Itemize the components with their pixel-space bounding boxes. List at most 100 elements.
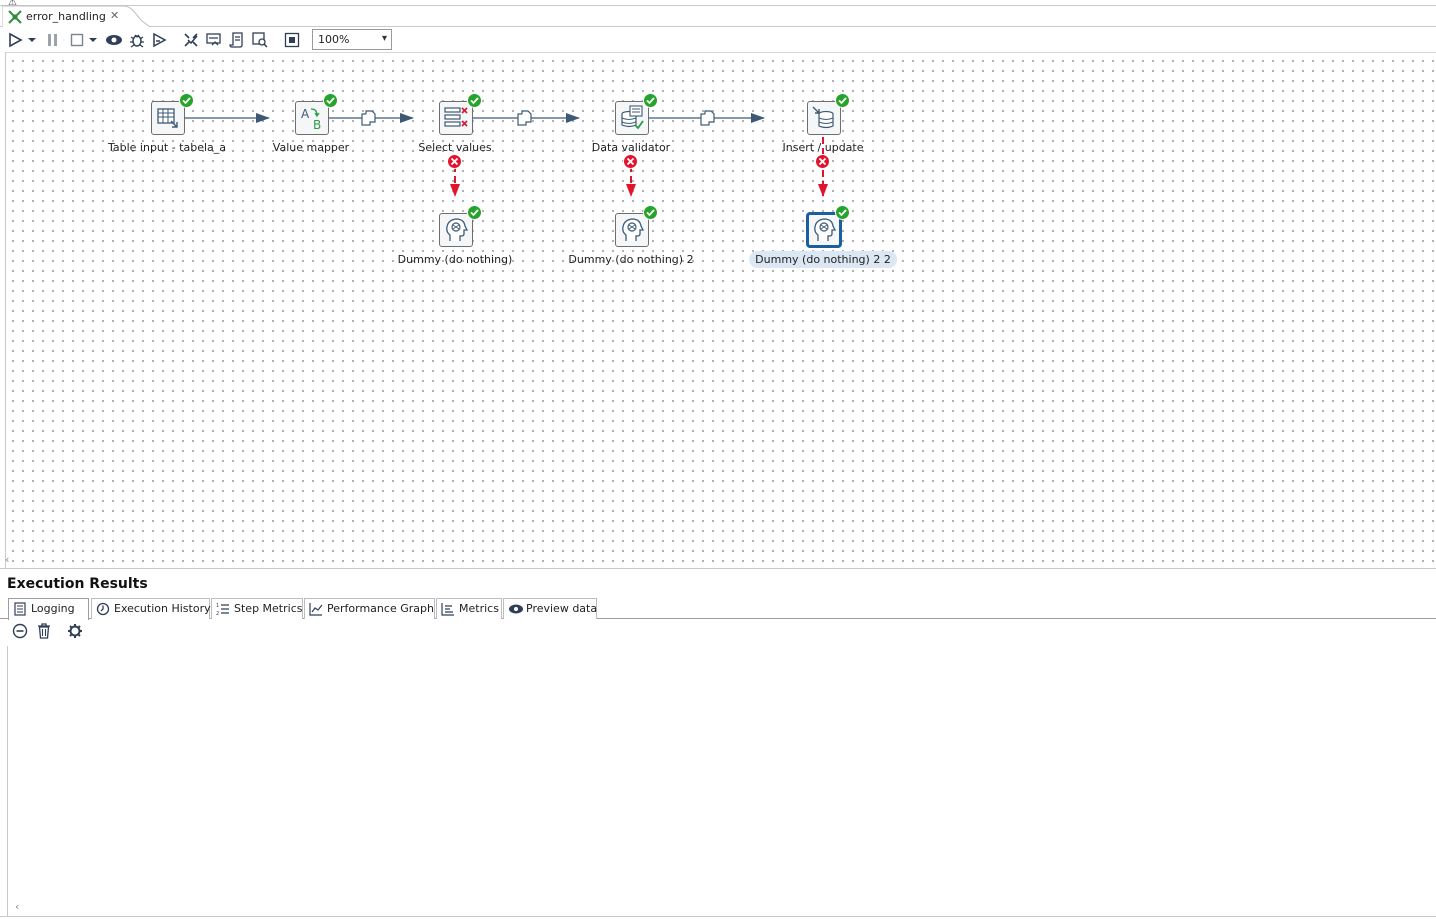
error-handling-icon xyxy=(447,154,462,169)
select-values-step[interactable] xyxy=(439,101,473,135)
step-label: Dummy (do nothing) 2 xyxy=(568,253,694,266)
run-icon[interactable] xyxy=(6,31,24,49)
value-mapper-icon: A B xyxy=(301,107,321,131)
canvas-scroll-left-icon[interactable]: ‹ xyxy=(5,553,10,566)
impact-icon[interactable] xyxy=(205,31,223,49)
tab-preview-data[interactable]: Preview data xyxy=(503,598,597,619)
dummy-step-2[interactable] xyxy=(615,213,649,247)
corner-warning-icon: ⚠ xyxy=(8,0,17,8)
logging-icon xyxy=(13,602,27,619)
svg-text:1: 1 xyxy=(216,603,219,609)
clear-log-icon[interactable] xyxy=(11,622,29,640)
copy-rows-icon xyxy=(517,110,532,126)
tab-label: Execution History xyxy=(114,602,211,615)
verify-icon[interactable] xyxy=(182,31,200,49)
tab-logging[interactable]: Logging xyxy=(8,598,89,620)
table-input-icon xyxy=(157,108,178,128)
metrics-icon xyxy=(441,602,455,619)
tab-label: Logging xyxy=(31,602,75,615)
transformation-canvas[interactable]: Table input - tabela_a A B Value mapper xyxy=(5,52,1436,568)
editor-tab-strip: ⚠ error_handling ✕ xyxy=(0,0,1436,28)
tab-strip-divider xyxy=(0,5,1436,6)
svg-text:2: 2 xyxy=(216,611,219,616)
dummy-icon xyxy=(814,218,836,241)
tab-label: error_handling xyxy=(26,10,106,23)
zoom-select[interactable]: 100% ▾ xyxy=(312,29,392,50)
success-check-icon xyxy=(835,93,850,108)
run-dropdown-icon[interactable] xyxy=(27,31,37,49)
success-check-icon xyxy=(835,205,850,220)
transformation-toolbar: 100% ▾ xyxy=(0,27,1436,52)
close-icon[interactable]: ✕ xyxy=(110,9,120,22)
performance-graph-icon xyxy=(309,602,323,619)
tab-shape xyxy=(2,5,151,28)
sql-icon[interactable] xyxy=(228,31,246,49)
success-check-icon xyxy=(467,93,482,108)
history-icon xyxy=(96,602,110,619)
error-handling-icon xyxy=(815,154,830,169)
tab-label: Performance Graph xyxy=(327,602,434,615)
stop-dropdown-icon[interactable] xyxy=(88,31,98,49)
error-handling-icon xyxy=(623,154,638,169)
delete-log-icon[interactable] xyxy=(35,622,53,640)
error-hop-arrow-1 xyxy=(450,184,460,197)
transformation-icon xyxy=(8,10,22,27)
tab-error-handling[interactable]: error_handling ✕ xyxy=(2,5,152,28)
success-check-icon xyxy=(643,93,658,108)
value-mapper-step[interactable]: A B xyxy=(295,101,329,135)
replay-icon[interactable] xyxy=(150,31,168,49)
tab-label: Metrics xyxy=(459,602,499,615)
step-label: Table input - tabela_a xyxy=(107,141,227,154)
tab-execution-history[interactable]: Execution History xyxy=(91,598,211,619)
insert-update-step[interactable] xyxy=(807,101,841,135)
step-label: Dummy (do nothing) 2 2 xyxy=(749,251,897,268)
data-validator-icon xyxy=(621,105,644,130)
dummy-icon xyxy=(622,218,644,241)
success-check-icon xyxy=(467,205,482,220)
explore-db-icon[interactable] xyxy=(251,31,269,49)
select-values-icon xyxy=(444,107,468,127)
step-label: Data validator xyxy=(591,141,671,154)
pause-icon[interactable] xyxy=(44,31,62,49)
log-output-area[interactable] xyxy=(7,646,1436,916)
preview-icon[interactable] xyxy=(105,31,123,49)
panel-divider[interactable] xyxy=(0,568,1436,569)
hops-layer xyxy=(185,113,828,197)
copy-rows-icon xyxy=(361,110,376,126)
debug-icon[interactable] xyxy=(128,31,146,49)
step-label: Insert / update xyxy=(782,141,864,154)
copy-rows-icon xyxy=(700,110,715,126)
execution-results-title: Execution Results xyxy=(7,576,148,592)
step-label: Dummy (do nothing) xyxy=(397,253,513,266)
tab-metrics[interactable]: Metrics xyxy=(436,598,502,619)
preview-data-icon xyxy=(508,602,524,619)
success-check-icon xyxy=(323,93,338,108)
bottom-border xyxy=(0,916,1436,917)
data-validator-step[interactable] xyxy=(615,101,649,135)
dummy-step-1[interactable] xyxy=(439,213,473,247)
table-input-step[interactable] xyxy=(151,101,185,135)
tab-label: Preview data xyxy=(526,602,598,615)
success-check-icon xyxy=(179,93,194,108)
tab-performance-graph[interactable]: Performance Graph xyxy=(304,598,435,619)
dummy-step-22[interactable] xyxy=(806,212,842,248)
error-hop-arrow-2 xyxy=(626,184,636,197)
stop-icon[interactable] xyxy=(68,31,86,49)
zoom-value: 100% xyxy=(318,33,350,46)
step-label: Value mapper xyxy=(272,141,350,154)
error-hop-arrow-3 xyxy=(818,184,828,197)
log-scroll-left-icon[interactable]: ‹ xyxy=(15,900,20,913)
insert-update-icon xyxy=(812,106,834,129)
grid-toggle-icon[interactable] xyxy=(283,31,301,49)
success-check-icon xyxy=(643,205,658,220)
chevron-down-icon: ▾ xyxy=(381,33,387,44)
svg-text:B: B xyxy=(313,118,321,131)
step-label: Select values xyxy=(418,141,492,154)
log-settings-icon[interactable] xyxy=(66,622,84,640)
dummy-icon xyxy=(446,218,468,241)
svg-text:A: A xyxy=(301,107,310,121)
